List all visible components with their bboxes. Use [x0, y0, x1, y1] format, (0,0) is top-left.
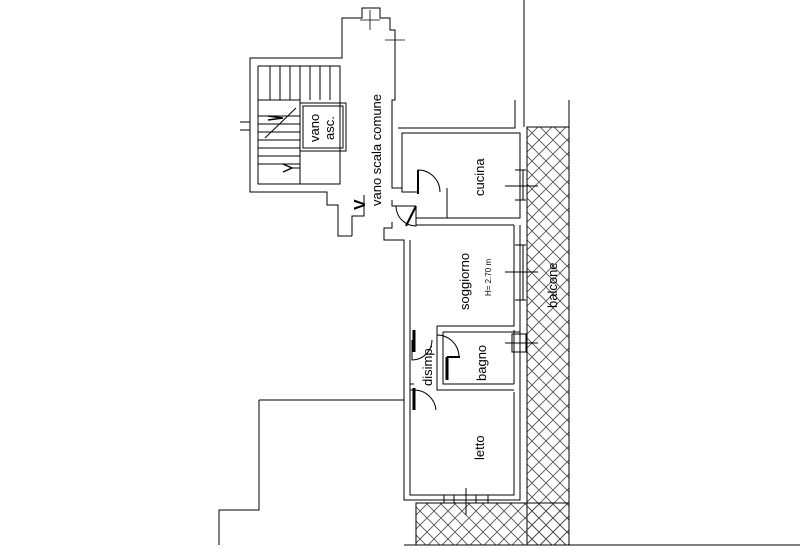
room-labels: vano asc. vano scala comune V cucina sog…	[307, 94, 560, 460]
entrance-symbol: V	[352, 199, 369, 210]
bagno-label: bagno	[474, 345, 489, 381]
staircase-block	[240, 7, 396, 237]
vano-asc-label-line1: vano	[307, 114, 322, 142]
apartment-walls	[383, 100, 521, 501]
reference-marks	[360, 10, 405, 50]
disimp-label: disimp.	[420, 345, 435, 386]
height-note-label: H= 2.70 m	[484, 259, 493, 296]
windows	[443, 169, 538, 515]
cucina-label: cucina	[472, 158, 487, 196]
balcone-label: balcone	[545, 262, 560, 308]
soggiorno-label: soggiorno	[457, 253, 472, 310]
adjacent-building-outline	[218, 0, 800, 546]
vano-asc-label-line2: asc.	[322, 116, 337, 140]
vano-scala-label: vano scala comune	[369, 94, 384, 206]
balcony-hatch	[415, 126, 570, 546]
letto-label: letto	[472, 435, 487, 460]
doors	[395, 169, 460, 411]
